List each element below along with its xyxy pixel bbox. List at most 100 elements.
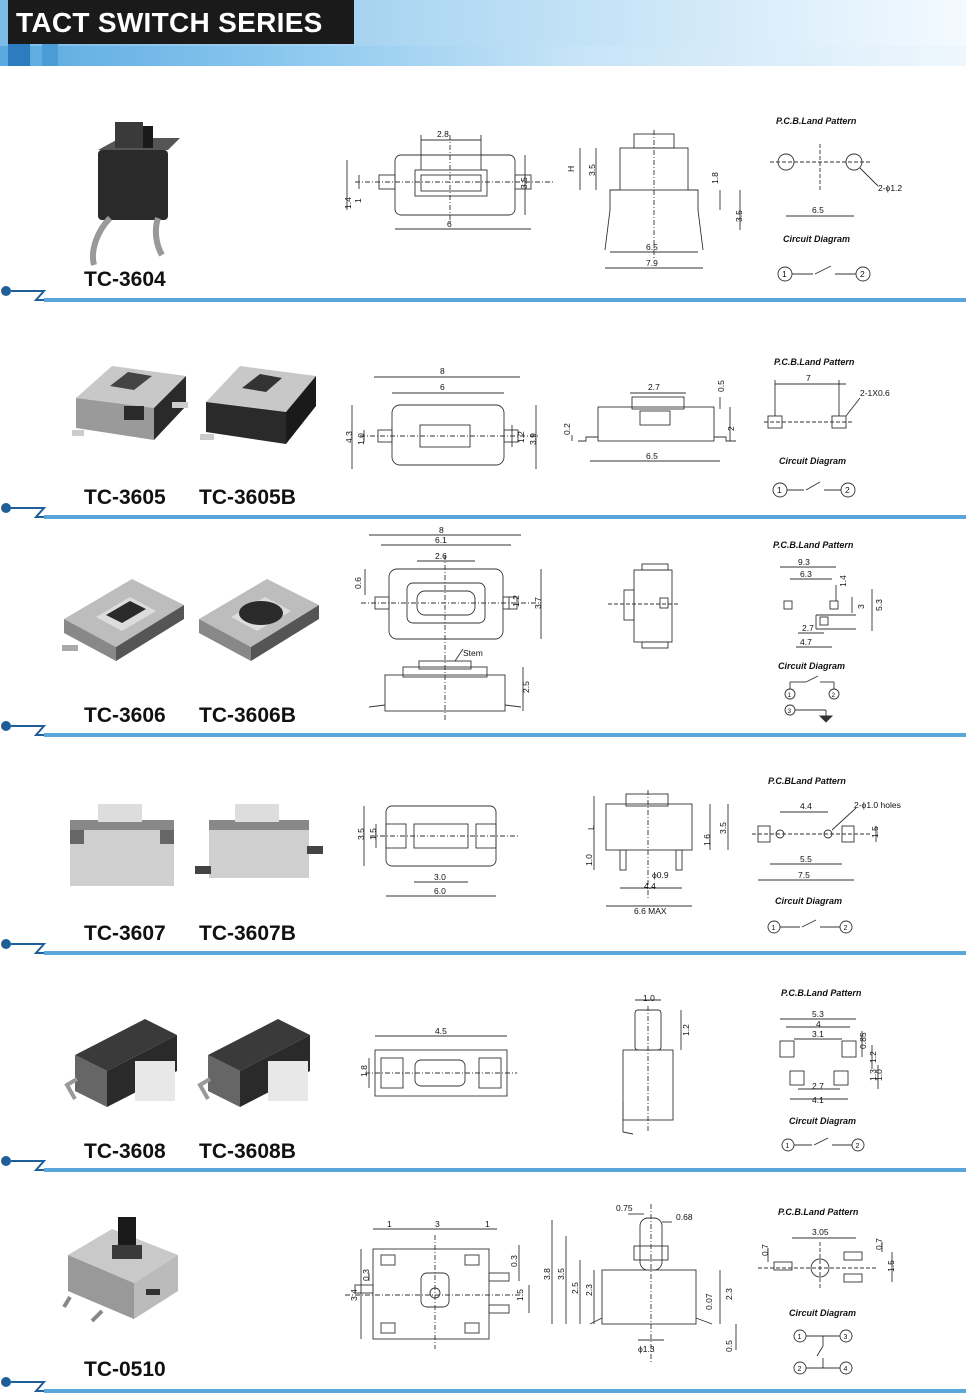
drawing-side-view: 0.75 0.68 3.8 3.5 2.5 2.3 0.07 2.3 0.5 ϕ… (542, 1203, 737, 1362)
pcb-dim-label: 2.7 (802, 623, 814, 633)
dim-label: 1.0 (643, 993, 655, 1003)
dim-label: L (586, 825, 596, 830)
pcb-dim-label: 3 (856, 604, 866, 609)
pcb-dim-label: 6.3 (800, 569, 812, 579)
circuit-diagram-title: Circuit Diagram (775, 896, 843, 906)
pcb-dim-label: 1.0 (874, 1069, 884, 1081)
pcb-dim-label: 2.7 (812, 1081, 824, 1091)
dim-label: 3 (435, 1219, 440, 1229)
pcb-land-pattern-title: P.C.B.Land Pattern (773, 540, 854, 550)
pcb-dim-label: 1.3 (868, 1069, 878, 1081)
dim-label: 1.5 (368, 828, 378, 840)
drawing-side-view (608, 563, 680, 649)
dim-label: 3.0 (434, 872, 446, 882)
dim-label: 3.5 (734, 210, 744, 222)
pcb-land-pattern: 4.4 2-ϕ1.0 holes 1.5 5.5 7.5 (752, 800, 901, 881)
dim-label: 0.2 (562, 423, 572, 435)
circuit-diagram-title: Circuit Diagram (789, 1116, 857, 1126)
pcb-land-pattern: 3.05 0.7 0.7 1.5 (758, 1227, 896, 1290)
circuit-diagram: 1 2 (772, 481, 856, 498)
pcb-land-pattern-title: P.C.B.Land Pattern (776, 116, 857, 126)
pcb-dim-label: 5.5 (800, 854, 812, 864)
dim-label: ϕ0.9 (652, 870, 669, 880)
dim-label: 1.2 (681, 1024, 691, 1036)
pcb-dim-label: 1.5 (870, 826, 880, 838)
drawing-top-view: 1 3 1 3.4 0.3 0.3 1.5 (345, 1219, 530, 1349)
dim-label: 0.75 (616, 1203, 633, 1213)
model-label: TC-3606B (199, 704, 296, 727)
product-photo-tc-3605b (200, 366, 316, 444)
pcb-land-pattern-title: P.C.BLand Pattern (768, 776, 846, 786)
dim-label: 1 (485, 1219, 490, 1229)
pin-number: 2 (832, 692, 836, 699)
pin-number: 3 (788, 708, 792, 715)
title-tab-accent-2 (42, 44, 58, 66)
pcb-dim-label: 0.7 (874, 1238, 884, 1250)
dim-label: 6.6 MAX (634, 906, 667, 916)
pin-number: 2 (856, 1143, 860, 1150)
pin-number: 3 (844, 1334, 848, 1341)
circuit-diagram-title: Circuit Diagram (779, 456, 847, 466)
dim-label: 1 (353, 198, 363, 203)
drawing-side-view: 2.7 0.5 0.2 2 6.5 (562, 380, 736, 462)
dim-label: 0.5 (716, 380, 726, 392)
product-photo-tc-3606 (62, 579, 184, 661)
dim-label: 7.9 (646, 258, 658, 268)
dim-label: 4.4 (644, 881, 656, 891)
pcb-land-pattern: 7 2-1X0.6 (764, 373, 890, 429)
pin-number: 1 (798, 1334, 802, 1341)
dim-label: 3.5 (587, 164, 597, 176)
pcb-land-pattern-title: P.C.B.Land Pattern (781, 988, 862, 998)
section-divider (1, 503, 966, 519)
drawing-top-view: 8 6 4.3 1.0 1.2 3.9 (344, 366, 540, 469)
pcb-dim-label: 5.3 (874, 599, 884, 611)
dim-label: H (566, 166, 576, 172)
dim-label: 8 (440, 366, 445, 376)
section-divider (1, 939, 966, 955)
pin-number: 1 (772, 925, 776, 932)
dim-label: 1.0 (584, 854, 594, 866)
dim-label: 3.9 (528, 433, 538, 445)
model-label: TC-0510 (84, 1358, 166, 1381)
circuit-diagram: 1 2 (781, 1137, 865, 1152)
pcb-dim-label: 4.1 (812, 1095, 824, 1105)
dim-label: 3.4 (349, 1289, 359, 1301)
pin-number: 2 (860, 269, 865, 279)
drawing-top-view: 2.8 3.5 1.4 1 6 (343, 129, 555, 230)
pcb-dim-label: 1.4 (838, 575, 848, 587)
dim-label: 6.5 (646, 451, 658, 461)
dim-label: 6.0 (434, 886, 446, 896)
dim-label: 4.3 (344, 431, 354, 443)
circuit-diagram-title: Circuit Diagram (783, 234, 851, 244)
pcb-land-pattern-title: P.C.B.Land Pattern (778, 1207, 859, 1217)
dim-label: 3.8 (542, 1268, 552, 1280)
drawing-top-view: 3.5 1.5 3.0 6.0 (356, 805, 520, 897)
dim-label: 2.3 (724, 1288, 734, 1300)
dim-label: 3.5 (718, 822, 728, 834)
dim-label: 0.68 (676, 1212, 693, 1222)
dim-label: 2 (726, 426, 736, 431)
pcb-dim-label: 1.5 (886, 1260, 896, 1272)
model-label: TC-3608B (199, 1140, 296, 1163)
dim-label: 1 (387, 1219, 392, 1229)
dim-label: 2.5 (570, 1282, 580, 1294)
circuit-diagram: 1 3 2 4 (793, 1329, 853, 1375)
dim-label: 8 (439, 525, 444, 535)
drawing-side-view: 1.0 1.2 (622, 993, 691, 1135)
circuit-diagram: 1 2 3 (784, 675, 840, 723)
model-label: TC-3604 (84, 268, 166, 291)
pin-number: 2 (844, 925, 848, 932)
dim-label: 1.5 (515, 1289, 525, 1301)
pcb-dim-label: 0.7 (760, 1244, 770, 1256)
model-label: TC-3605 (84, 486, 166, 509)
pcb-land-pattern: 9.3 6.3 1.4 3 5.3 2.7 4.7 (780, 557, 884, 648)
page-title: TACT SWITCH SERIES (8, 0, 354, 44)
product-photo-tc-0510 (62, 1217, 178, 1323)
pcb-dim-label: 5.3 (812, 1009, 824, 1019)
section-divider (1, 286, 966, 302)
pcb-dim-label: 9.3 (798, 557, 810, 567)
section-divider (1, 1156, 966, 1172)
dim-label: 3.5 (556, 1268, 566, 1280)
dim-label: 0.3 (361, 1269, 371, 1281)
pin-number: 1 (777, 485, 782, 495)
